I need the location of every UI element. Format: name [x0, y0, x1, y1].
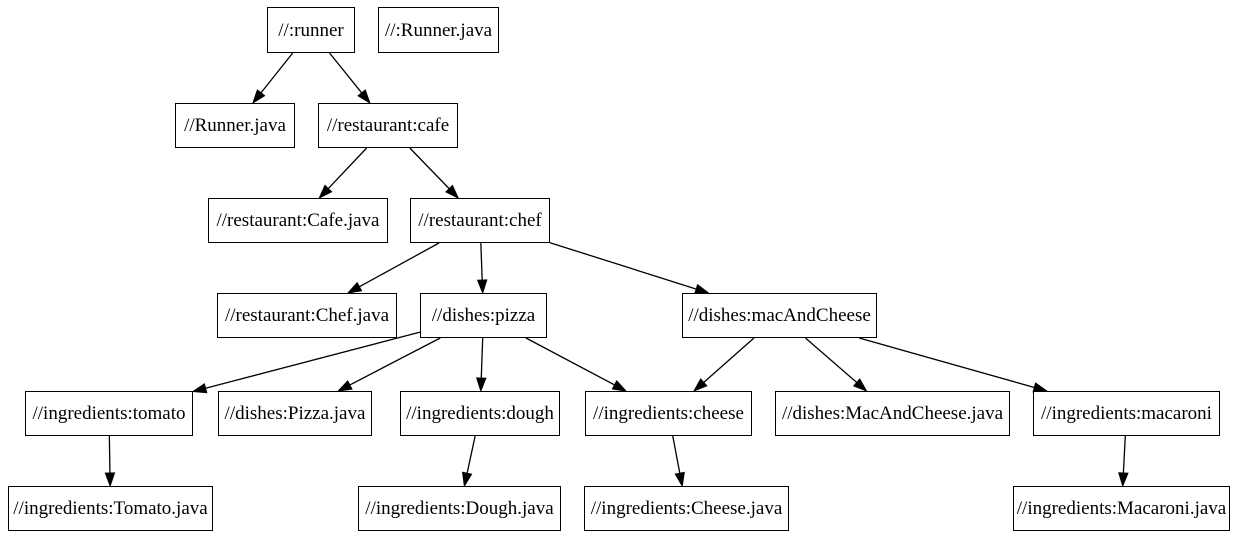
edge-macaroni-to-macaroni-java [1118, 435, 1129, 488]
arrowhead-icon [852, 378, 868, 392]
arrowhead-icon [346, 281, 363, 294]
edge-chef-to-mac-and-cheese [549, 242, 710, 294]
arrowhead-icon [1118, 472, 1129, 488]
arrowhead-icon [611, 379, 628, 392]
edge-pizza-to-cheese [525, 337, 628, 392]
arrowhead-icon [318, 184, 333, 200]
edge-cheese-to-cheese-java [672, 435, 685, 488]
arrowhead-icon [445, 184, 460, 200]
arrowhead-icon [191, 382, 208, 394]
arrowhead-icon [251, 89, 266, 105]
arrowhead-icon [694, 283, 710, 294]
edge-pizza-to-pizza-java [336, 337, 441, 392]
arrowhead-icon [104, 472, 116, 488]
arrowhead-icon [692, 378, 708, 392]
arrowhead-icon [476, 279, 488, 295]
edge-runner-to-runner-java [251, 52, 294, 105]
edge-mac-and-cheese-to-mac-java [805, 337, 868, 392]
arrowhead-icon [462, 471, 473, 488]
edge-chef-to-chef-java [346, 242, 440, 294]
edge-cafe-to-chef [409, 147, 460, 200]
edge-mac-and-cheese-to-cheese [692, 337, 755, 392]
arrowhead-icon [336, 380, 353, 392]
edge-pizza-to-dough [475, 337, 487, 393]
edge-dough-to-dough-java [462, 435, 476, 488]
edge-cafe-to-cafe-java [318, 147, 368, 200]
edge-pizza-to-tomato [191, 331, 421, 394]
edge-runner-to-cafe [329, 52, 371, 105]
edge-mac-and-cheese-to-macaroni [858, 337, 1049, 393]
edge-tomato-to-tomato-java [104, 435, 116, 488]
arrowhead-icon [357, 89, 371, 105]
arrowhead-icon [1032, 382, 1049, 393]
edge-chef-to-pizza [476, 242, 488, 295]
arrowhead-icon [475, 377, 487, 393]
arrowhead-icon [674, 471, 685, 488]
